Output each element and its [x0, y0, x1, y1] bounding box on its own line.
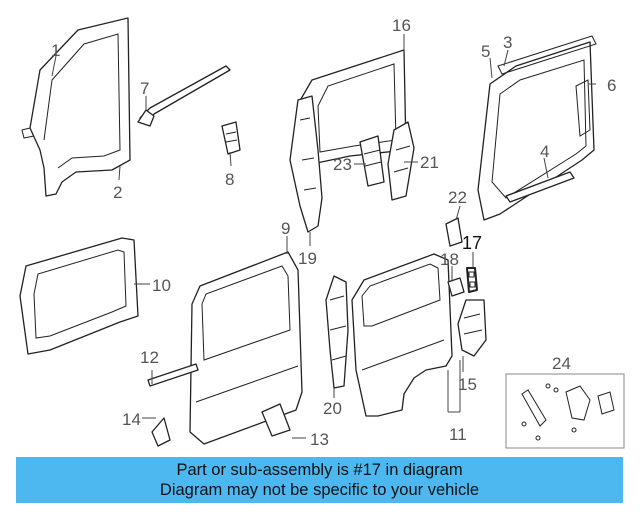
- part-23-reinforcement: [359, 135, 385, 187]
- callout-16: 16: [392, 16, 411, 35]
- part-10-door-frame: [19, 237, 139, 355]
- part-18-clip: [447, 277, 465, 297]
- callout-8: 8: [225, 170, 234, 189]
- callout-9: 9: [281, 219, 290, 238]
- callout-17: 17: [462, 233, 482, 253]
- callout-20: 20: [323, 399, 342, 418]
- callout-15: 15: [458, 375, 477, 394]
- part-19-b-pillar: [289, 95, 323, 233]
- callout-5: 5: [481, 42, 490, 61]
- info-banner: Part or sub-assembly is #17 in diagram D…: [16, 457, 623, 503]
- banner-line-2: Diagram may not be specific to your vehi…: [159, 481, 480, 499]
- callout-23: 23: [333, 155, 352, 174]
- callout-22: 22: [448, 188, 467, 207]
- callout-3: 3: [503, 33, 512, 52]
- part-9-sliding-door: [189, 251, 303, 445]
- callout-4: 4: [540, 142, 549, 161]
- callout-21: 21: [420, 153, 439, 172]
- callout-7: 7: [140, 79, 149, 98]
- part-22-bracket: [445, 217, 463, 247]
- part-12-rail: [147, 363, 199, 387]
- callout-18: 18: [440, 250, 459, 269]
- part-14-bracket: [151, 417, 171, 447]
- part-4-sill-strip: [505, 171, 575, 203]
- callout-19: 19: [298, 249, 317, 268]
- callout-24: 24: [552, 354, 571, 373]
- callout-13: 13: [310, 430, 329, 449]
- callout-11: 11: [449, 425, 467, 444]
- part-1-front-pillar: [21, 17, 131, 197]
- callout-2: 2: [113, 183, 122, 202]
- part-11-quarter-panel: [351, 253, 453, 417]
- callout-12: 12: [140, 348, 159, 367]
- part-7-drip-rail: [137, 65, 231, 127]
- part-13-clip: [261, 403, 291, 437]
- part-8-bracket: [221, 121, 241, 155]
- banner-line-1: Part or sub-assembly is #17 in diagram: [176, 461, 463, 479]
- part-3-quarter-frame: [477, 35, 597, 221]
- callout-6: 6: [607, 76, 616, 95]
- callout-1: 1: [51, 41, 60, 60]
- callout-labels: 1 2 3 4 5 6 7 8 9 10 11 12 13 14 15 16 1…: [51, 16, 616, 449]
- part-21-reinforcement: [387, 121, 415, 201]
- callout-14: 14: [122, 410, 141, 429]
- part-20-inner-pillar: [325, 275, 349, 389]
- callout-10: 10: [152, 276, 171, 295]
- leader-lines: [51, 34, 596, 439]
- part-17-latch: [466, 267, 478, 293]
- part-15-wheelhouse: [457, 299, 487, 357]
- part-24-hardware-kit: [505, 373, 625, 449]
